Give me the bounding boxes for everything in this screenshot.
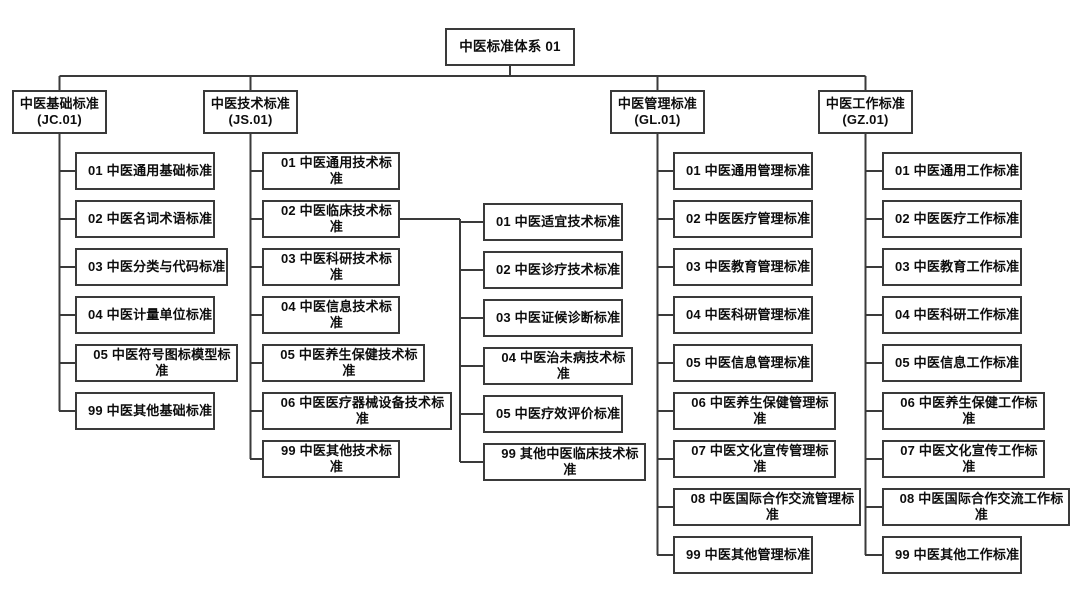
- leaf-node-linchuang-2[interactable]: 03 中医证候诊断标准: [483, 299, 623, 337]
- level2-node-jc-01[interactable]: 中医基础标准 (JC.01): [12, 90, 107, 134]
- leaf-node-guanli-3[interactable]: 04 中医科研管理标准: [673, 296, 813, 334]
- leaf-node-jishu-2[interactable]: 03 中医科研技术标准: [262, 248, 400, 286]
- leaf-node-guanli-6[interactable]: 07 中医文化宣传管理标准: [673, 440, 836, 478]
- leaf-node-gongzuo-4[interactable]: 05 中医信息工作标准: [882, 344, 1022, 382]
- leaf-node-guanli-0[interactable]: 01 中医通用管理标准: [673, 152, 813, 190]
- leaf-node-jichu-4[interactable]: 05 中医符号图标模型标准: [75, 344, 238, 382]
- leaf-node-gongzuo-3[interactable]: 04 中医科研工作标准: [882, 296, 1022, 334]
- leaf-node-linchuang-5[interactable]: 99 其他中医临床技术标准: [483, 443, 646, 481]
- leaf-node-jishu-0[interactable]: 01 中医通用技术标准: [262, 152, 400, 190]
- leaf-node-guanli-1[interactable]: 02 中医医疗管理标准: [673, 200, 813, 238]
- level2-node-gl-01[interactable]: 中医管理标准 (GL.01): [610, 90, 705, 134]
- level2-node-gz-01[interactable]: 中医工作标准 (GZ.01): [818, 90, 913, 134]
- leaf-node-jishu-1[interactable]: 02 中医临床技术标准: [262, 200, 400, 238]
- root-node[interactable]: 中医标准体系 01: [445, 28, 575, 66]
- leaf-node-gongzuo-2[interactable]: 03 中医教育工作标准: [882, 248, 1022, 286]
- leaf-node-jishu-4[interactable]: 05 中医养生保健技术标准: [262, 344, 425, 382]
- leaf-node-jichu-0[interactable]: 01 中医通用基础标准: [75, 152, 215, 190]
- leaf-node-guanli-2[interactable]: 03 中医教育管理标准: [673, 248, 813, 286]
- leaf-node-guanli-5[interactable]: 06 中医养生保健管理标准: [673, 392, 836, 430]
- leaf-node-gongzuo-6[interactable]: 07 中医文化宣传工作标准: [882, 440, 1045, 478]
- leaf-node-linchuang-4[interactable]: 05 中医疗效评价标准: [483, 395, 623, 433]
- leaf-node-gongzuo-5[interactable]: 06 中医养生保健工作标准: [882, 392, 1045, 430]
- leaf-node-linchuang-1[interactable]: 02 中医诊疗技术标准: [483, 251, 623, 289]
- leaf-node-guanli-8[interactable]: 99 中医其他管理标准: [673, 536, 813, 574]
- leaf-node-linchuang-3[interactable]: 04 中医治未病技术标准: [483, 347, 633, 385]
- leaf-node-jishu-5[interactable]: 06 中医医疗器械设备技术标准: [262, 392, 452, 430]
- leaf-node-linchuang-0[interactable]: 01 中医适宜技术标准: [483, 203, 623, 241]
- level2-node-js-01[interactable]: 中医技术标准 (JS.01): [203, 90, 298, 134]
- leaf-node-gongzuo-8[interactable]: 99 中医其他工作标准: [882, 536, 1022, 574]
- leaf-node-jichu-1[interactable]: 02 中医名词术语标准: [75, 200, 215, 238]
- leaf-node-jichu-5[interactable]: 99 中医其他基础标准: [75, 392, 215, 430]
- leaf-node-jichu-3[interactable]: 04 中医计量单位标准: [75, 296, 215, 334]
- leaf-node-jishu-6[interactable]: 99 中医其他技术标准: [262, 440, 400, 478]
- leaf-node-jishu-3[interactable]: 04 中医信息技术标准: [262, 296, 400, 334]
- leaf-node-gongzuo-1[interactable]: 02 中医医疗工作标准: [882, 200, 1022, 238]
- leaf-node-gongzuo-0[interactable]: 01 中医通用工作标准: [882, 152, 1022, 190]
- leaf-node-gongzuo-7[interactable]: 08 中医国际合作交流工作标准: [882, 488, 1070, 526]
- leaf-node-guanli-7[interactable]: 08 中医国际合作交流管理标准: [673, 488, 861, 526]
- leaf-node-guanli-4[interactable]: 05 中医信息管理标准: [673, 344, 813, 382]
- leaf-node-jichu-2[interactable]: 03 中医分类与代码标准: [75, 248, 228, 286]
